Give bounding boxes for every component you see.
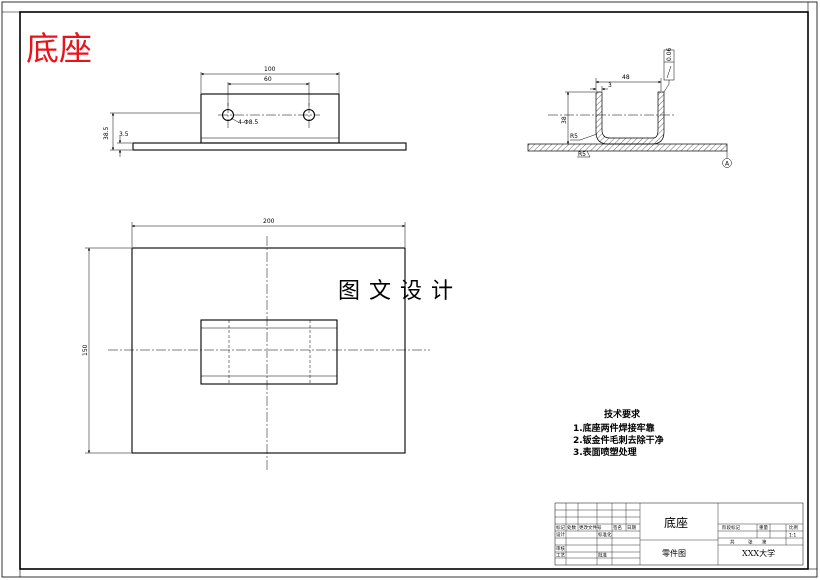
tb-label-total: 共	[730, 539, 735, 546]
watermark-text: 图文设计	[338, 279, 462, 304]
tb-scale-value: 1:1	[789, 533, 796, 539]
tech-note-1: 1.底座两件焊接牢靠	[573, 422, 655, 434]
tb-drawing-type: 零件图	[662, 548, 686, 558]
dim-top-width: 200	[263, 218, 275, 225]
tb-label-standard: 标准化	[598, 531, 612, 538]
front-view: 100 60 4-Φ8.5 38.5 3.5	[103, 66, 407, 157]
tech-notes-heading: 技术要求	[604, 408, 641, 420]
top-view-channel	[200, 319, 338, 385]
dim-top-height: 150	[82, 344, 89, 356]
tb-school: XXX大学	[742, 548, 775, 558]
tb-label-count: 处数	[567, 524, 576, 531]
tb-label-scale: 比例	[789, 524, 798, 531]
dim-front-height: 38.5	[103, 126, 110, 140]
dim-hole-note: 4-Φ8.5	[238, 119, 258, 126]
dim-side-wall: 3	[608, 82, 612, 89]
dim-side-height: 38	[561, 116, 568, 124]
tb-label-weight: 重量	[759, 524, 768, 531]
tb-label-date: 日期	[627, 525, 636, 531]
drawing-title: 底座	[26, 29, 92, 68]
front-view-base-plate	[132, 142, 407, 151]
tb-label-design: 设计	[556, 531, 565, 538]
dim-side-radius: R5	[570, 133, 578, 140]
tb-label-stage: 阶段标记	[722, 524, 740, 531]
top-view-plate	[131, 247, 406, 454]
tolerance-frame	[663, 49, 675, 81]
tb-label-sign: 签名	[613, 524, 622, 531]
dim-plate-thickness: 3.5	[119, 131, 129, 138]
side-view: 48 3 0.06 38 R5 R5 A	[527, 47, 732, 168]
datum-label: A	[725, 161, 730, 168]
inner-border	[19, 11, 809, 570]
title-block: 标记 处数 更改文件号 签名 日期 设计 标准化 审核 工艺 批准 阶段标记 重…	[554, 502, 804, 566]
tb-label-approve: 批准	[598, 552, 607, 559]
tb-part-name: 底座	[664, 515, 688, 530]
tb-label-mark: 标记	[556, 524, 565, 531]
side-view-base-plate	[527, 143, 728, 152]
tb-label-review: 审核	[556, 545, 565, 552]
tb-label-process: 工艺	[556, 553, 565, 559]
tech-note-3: 3.表面喷塑处理	[573, 446, 637, 458]
dim-side-width: 48	[622, 74, 630, 81]
tb-label-sheet: 张	[748, 539, 753, 546]
side-view-u-channel	[595, 91, 665, 145]
top-view: 200 150	[82, 218, 430, 472]
tb-label-nth: 第	[762, 539, 767, 546]
tech-notes: 技术要求 1.底座两件焊接牢靠 2.钣金件毛刺去除干净 3.表面喷塑处理	[573, 408, 664, 458]
tb-label-change: 更改文件号	[579, 524, 602, 531]
dim-side-base: R5	[578, 151, 586, 158]
dim-overall-width: 100	[264, 66, 276, 73]
dim-hole-spacing: 60	[264, 76, 272, 83]
datum-circle	[722, 158, 732, 168]
tolerance-value: 0.06	[666, 47, 673, 61]
front-view-upright	[200, 93, 340, 144]
tech-note-2: 2.钣金件毛刺去除干净	[573, 434, 664, 446]
